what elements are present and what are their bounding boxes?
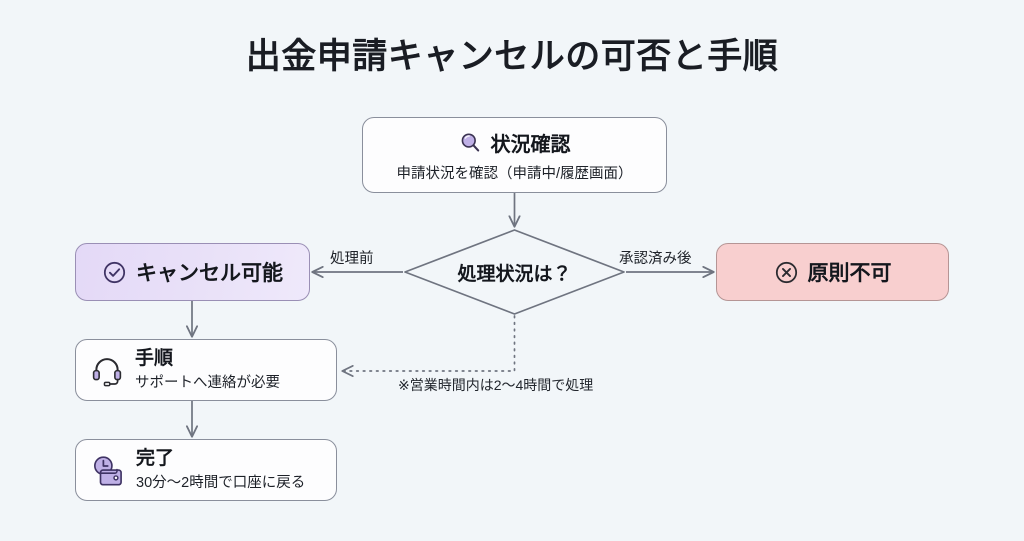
node-done[interactable]: 完了 30分〜2時間で口座に戻る [75,439,337,501]
node-procedure-subtitle: サポートへ連絡が必要 [135,374,280,391]
clock-wallet-icon [90,453,125,488]
node-status-check-title: 状況確認 [490,133,571,156]
check-circle-icon [102,260,127,285]
edge-label-after-approval: 承認済み後 [619,251,692,267]
node-done-title: 完了 [136,448,175,470]
decision-label: 処理状況は？ [457,263,572,285]
node-cancel-possible-header: キャンセル可能 [102,257,283,287]
node-procedure-text: 手順 サポートへ連絡が必要 [135,348,280,392]
node-procedure[interactable]: 手順 サポートへ連絡が必要 [75,339,337,401]
decision-node[interactable]: 処理状況は？ [403,228,626,316]
node-not-allowed-title: 原則不可 [807,262,892,285]
headset-icon [90,353,124,387]
node-done-layout: 完了 30分〜2時間で口座に戻る [90,440,336,500]
node-not-allowed[interactable]: 原則不可 [716,243,949,301]
node-status-check-header: 状況確認 [459,128,571,157]
edge-decision-to-procedure [343,315,516,371]
edge-label-before-processing: 処理前 [330,251,374,267]
node-status-check[interactable]: 状況確認 申請状況を確認（申請中/履歴画面） [362,117,667,193]
node-procedure-layout: 手順 サポートへ連絡が必要 [90,340,336,400]
magnifying-glass-icon [459,131,482,154]
node-cancel-possible[interactable]: キャンセル可能 [75,243,310,301]
page-title: 出金申請キャンセルの可否と手順 [245,37,779,76]
node-not-allowed-header: 原則不可 [774,257,892,287]
diamond-shape [404,229,625,315]
edge-label-processing-note: ※営業時間内は2〜4時間で処理 [398,377,594,393]
node-done-subtitle: 30分〜2時間で口座に戻る [136,474,306,491]
node-done-text: 完了 30分〜2時間で口座に戻る [136,448,305,492]
node-cancel-possible-title: キャンセル可能 [136,262,283,285]
x-circle-icon [774,260,799,285]
node-status-check-subtitle: 申請状況を確認（申請中/履歴画面） [396,165,633,182]
node-procedure-title: 手順 [135,348,174,370]
